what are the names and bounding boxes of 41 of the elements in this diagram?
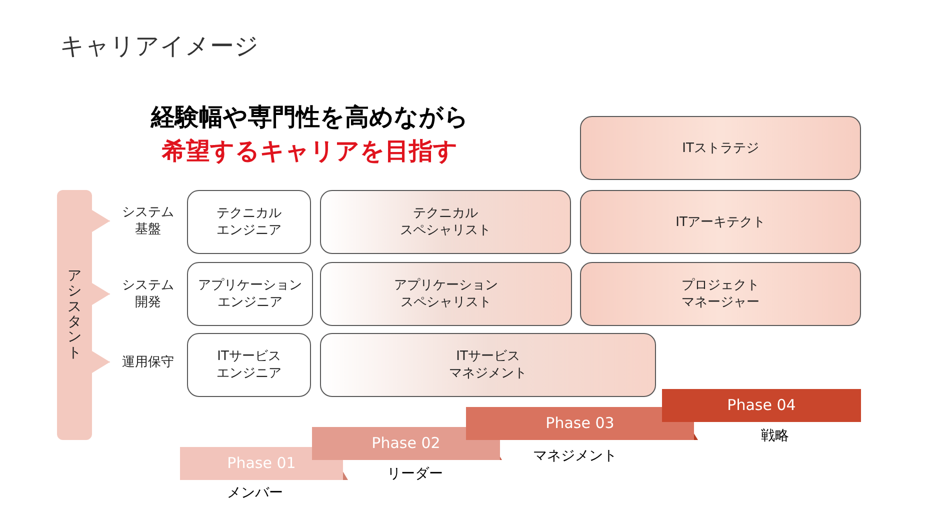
pointer-triangle: [92, 351, 110, 373]
phase-step: [466, 407, 694, 440]
role-box: [320, 262, 572, 326]
phase-label: Phase 04: [727, 395, 796, 416]
phase-caption: リーダー: [386, 465, 444, 484]
role-text: アプリケーションエンジニア: [198, 277, 302, 311]
role-box: [320, 333, 656, 397]
role-box: [580, 116, 861, 180]
role-box: [320, 190, 571, 254]
phase-step: [312, 427, 500, 460]
role-box: [187, 190, 311, 254]
vertical-text: アシスタント: [68, 268, 82, 362]
role-box: [187, 333, 311, 397]
slide-title: キャリアイメージ: [60, 31, 259, 62]
role-text: テクニカルエンジニア: [216, 205, 282, 239]
role-text: ITストラテジ: [682, 140, 759, 156]
role-box: [580, 190, 861, 254]
headline: 希望するキャリアを目指す: [162, 136, 458, 167]
role-text: ITアーキテクト: [676, 214, 766, 230]
phase-label: Phase 01: [227, 453, 296, 474]
phase-caption: マネジメント: [532, 447, 618, 466]
phase-caption: 戦略: [760, 427, 790, 446]
role-text: システム開発: [122, 277, 174, 311]
role-text: ITサービスマネジメント: [449, 348, 527, 382]
role-text: テクニカルスペシャリスト: [400, 205, 491, 239]
pointer-triangle: [92, 210, 110, 232]
role-box: [580, 262, 861, 326]
role-text: プロジェクトマネージャー: [682, 277, 760, 311]
side-bar: [57, 190, 92, 440]
role-text: システム基盤: [122, 204, 174, 238]
role-text: 運用保守: [122, 354, 174, 370]
headline: 経験幅や専門性を高めながら: [151, 102, 469, 133]
pointer-triangle: [92, 283, 110, 305]
role-box: [187, 262, 313, 326]
phase-label: Phase 02: [372, 433, 440, 454]
phase-caption: メンバー: [226, 484, 284, 503]
phase-label: Phase 03: [546, 413, 614, 434]
role-text: アプリケーションスペシャリスト: [394, 277, 498, 311]
role-text: ITサービスエンジニア: [216, 348, 282, 382]
phase-step: [662, 389, 861, 422]
phase-step: [180, 447, 343, 480]
